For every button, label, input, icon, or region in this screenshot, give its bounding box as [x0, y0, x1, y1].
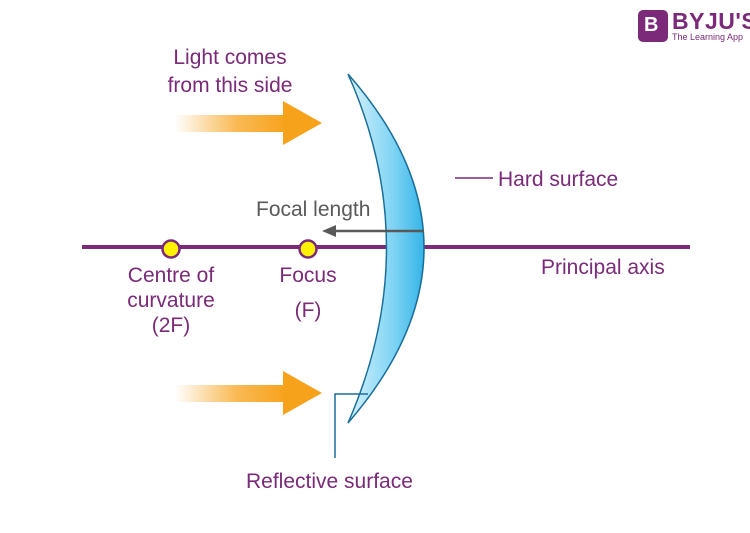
- logo-brand: BYJU'S: [672, 8, 750, 34]
- hard-surface-label: Hard surface: [498, 168, 619, 191]
- centre-of-curvature-point: [161, 239, 181, 259]
- reflective-surface-label: Reflective surface: [246, 470, 413, 493]
- logo-tagline: The Learning App: [672, 32, 744, 42]
- byjus-logo: B BYJU'S The Learning App: [638, 8, 750, 44]
- reflective-surface-leader: [334, 393, 368, 458]
- focal-length-label: Focal length: [256, 198, 371, 221]
- focus-label: Focus (F): [279, 264, 337, 322]
- concave-mirror: [347, 73, 425, 424]
- focal-length-arrow: [322, 225, 424, 237]
- light-source-label: Light comes from this side: [167, 46, 293, 97]
- incoming-ray-top: [175, 101, 322, 145]
- principal-axis-label: Principal axis: [541, 256, 665, 279]
- focus-point: [298, 239, 318, 259]
- centre-of-curvature-label: Centre of curvature (2F): [127, 264, 215, 337]
- incoming-ray-bottom: [175, 371, 322, 415]
- logo-mark: B: [638, 10, 668, 42]
